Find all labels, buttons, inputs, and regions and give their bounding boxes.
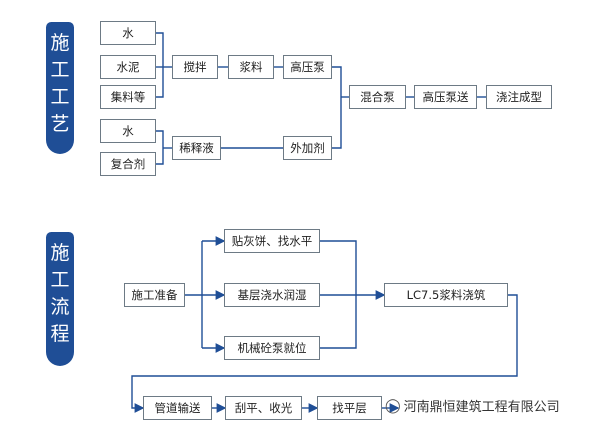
sidebar-char: 施 [50, 32, 70, 54]
sidebar-char: 程 [50, 323, 70, 345]
wechat-icon: ◯ [385, 397, 401, 414]
connector-ingredients-bracket [156, 32, 164, 98]
sidebar-char: 施 [50, 242, 70, 264]
box-high-pressure-pump: 高压泵 [283, 55, 332, 79]
box-water-2: 水 [100, 119, 156, 143]
box-pipeline-delivery: 管道输送 [143, 396, 212, 420]
box-water-1: 水 [100, 21, 156, 45]
box-leveling-layer: 找平层 [317, 396, 382, 420]
box-cement: 水泥 [100, 55, 156, 79]
sidebar-construction-flow: 施 工 流 程 [46, 232, 74, 366]
watermark: ◯ 河南鼎恒建筑工程有限公司 [385, 396, 560, 416]
sidebar-construction-process: 施 工 工 艺 [46, 22, 74, 154]
connector-additives-bracket [156, 130, 164, 165]
box-admixture: 外加剂 [283, 136, 332, 160]
arrow-to-pipe [131, 294, 518, 413]
box-diluent: 稀释液 [172, 136, 221, 160]
box-preparation: 施工准备 [124, 283, 185, 307]
box-scrape-finish: 刮平、收光 [225, 396, 302, 420]
box-composite-agent: 复合剂 [100, 152, 156, 176]
sidebar-char: 艺 [50, 113, 70, 135]
sidebar-char: 工 [50, 86, 70, 108]
sidebar-char: 工 [50, 269, 70, 291]
connector-to-mix-bracket [332, 66, 342, 149]
box-mixing: 搅拌 [172, 55, 218, 79]
box-slurry: 浆料 [228, 55, 274, 79]
watermark-text: 河南鼎恒建筑工程有限公司 [403, 400, 560, 415]
box-casting: 浇注成型 [486, 85, 552, 109]
box-leveling-cakes: 贴灰饼、找水平 [224, 229, 320, 253]
box-lc75-pouring: LC7.5浆料浇筑 [384, 283, 508, 307]
sidebar-char: 流 [50, 296, 70, 318]
box-base-wetting: 基层浇水润湿 [224, 283, 320, 307]
box-pump-positioning: 机械砼泵就位 [224, 336, 320, 360]
box-aggregate: 集料等 [100, 85, 156, 109]
sidebar-char: 工 [50, 59, 70, 81]
box-high-pressure-delivery: 高压泵送 [414, 85, 477, 109]
box-mixing-pump: 混合泵 [349, 85, 406, 109]
